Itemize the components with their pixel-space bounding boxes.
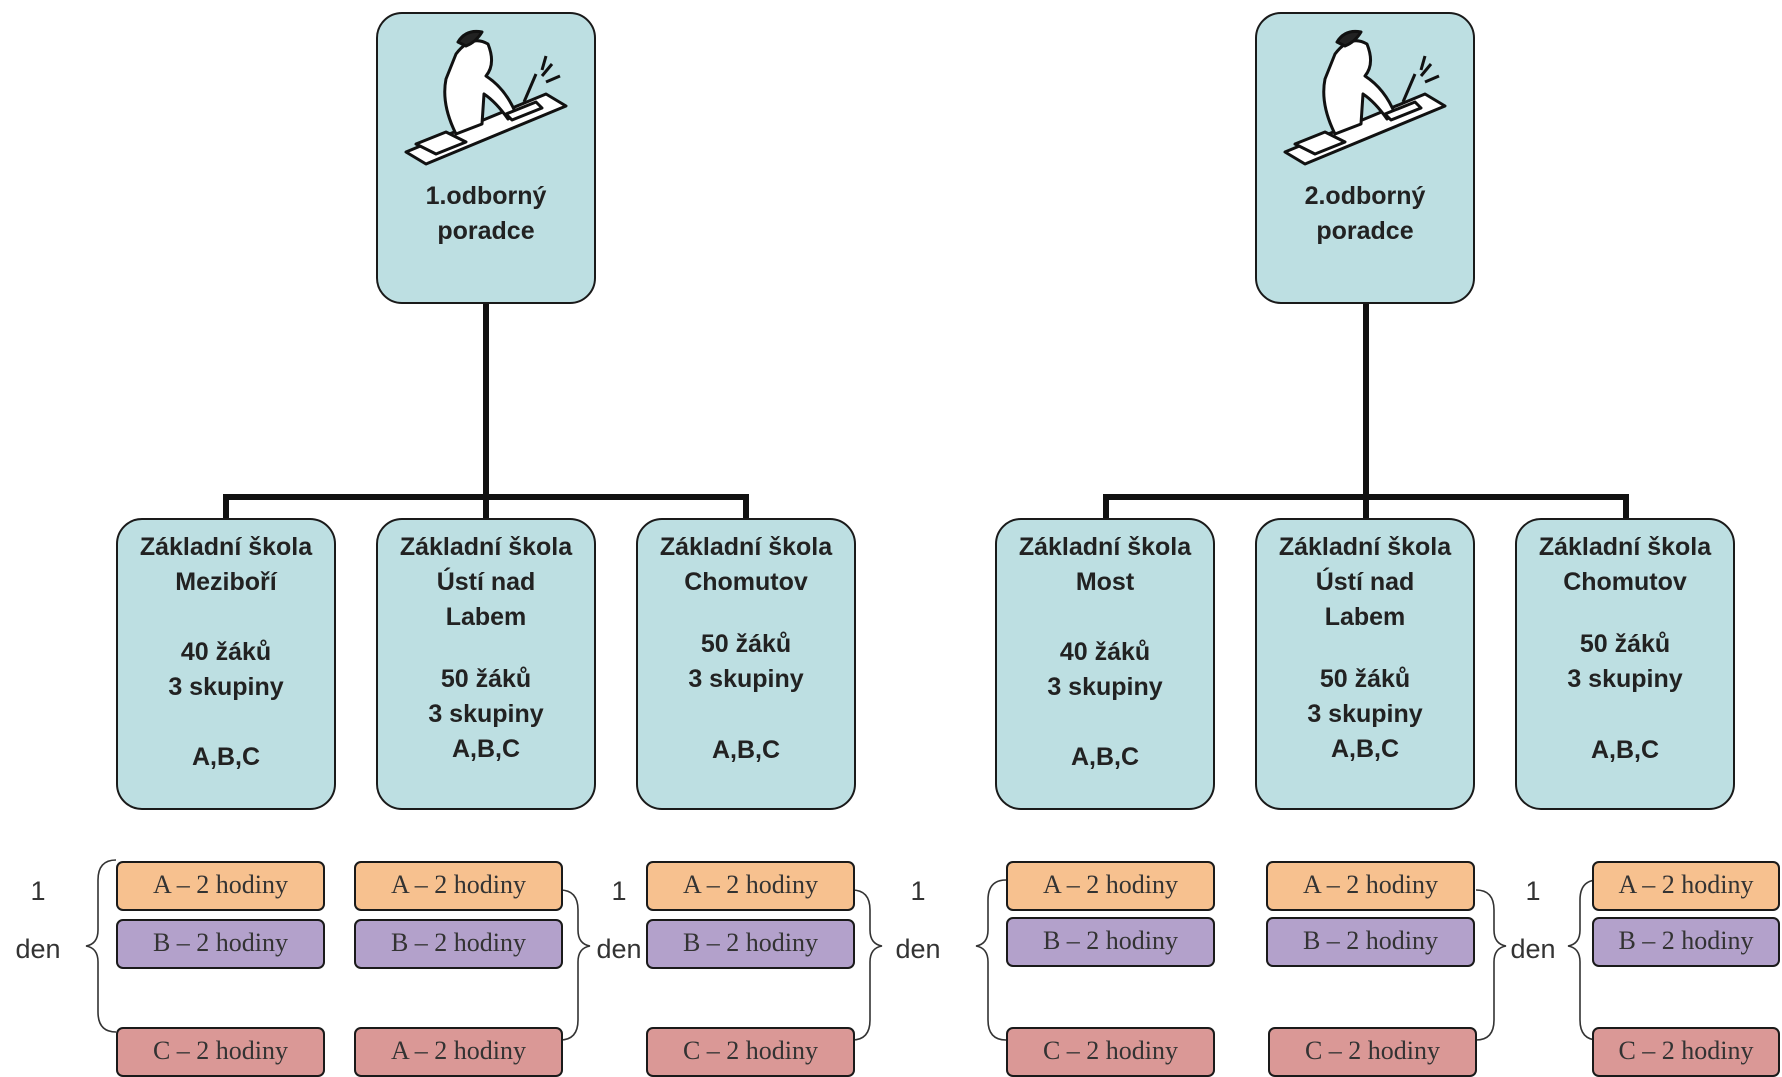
school-line: Most <box>1075 568 1135 596</box>
session-slot-b: B – 2 hodiny <box>1006 917 1215 967</box>
school-line: Základní škola <box>1278 533 1452 561</box>
school-line: 50 žáků <box>1579 630 1671 658</box>
school-line: 40 žáků <box>180 638 272 666</box>
advisor-title-line1: 2.odborný <box>1304 182 1426 210</box>
writing-person-icon <box>1283 30 1447 166</box>
session-slot-c: C – 2 hodiny <box>1006 1027 1215 1077</box>
session-slot-b: B – 2 hodiny <box>646 919 855 969</box>
school-line: A,B,C <box>191 743 261 771</box>
school-box-2: Základní škola Ústí nad Labem 50 žáků 3 … <box>376 518 596 810</box>
school-line: Labem <box>1324 603 1406 631</box>
session-slot-a-late: A – 2 hodiny <box>354 1027 563 1077</box>
brace-5 <box>1475 889 1507 1041</box>
brace-4 <box>975 879 1007 1041</box>
day-label-2: 1 den <box>590 876 648 964</box>
school-line: A,B,C <box>451 735 521 763</box>
session-slot-b: B – 2 hodiny <box>1592 917 1780 967</box>
day-label-1: 1 den <box>8 876 68 964</box>
session-slot-a: A – 2 hodiny <box>116 861 325 911</box>
session-slot-a: A – 2 hodiny <box>1266 861 1475 911</box>
school-line: 3 skupiny <box>1567 665 1683 693</box>
school-line: 3 skupiny <box>428 700 544 728</box>
day-label-4: 1 den <box>1504 876 1562 964</box>
day-word: den <box>1510 934 1556 964</box>
brace-2 <box>559 889 591 1041</box>
brace-3 <box>851 889 883 1041</box>
school-line: Meziboří <box>175 568 277 596</box>
day-number: 1 <box>30 876 46 906</box>
school-box-3: Základní škola Chomutov 50 žáků 3 skupin… <box>636 518 856 810</box>
school-line: Ústí nad <box>1315 568 1415 596</box>
advisor-box-1: 1.odborný poradce <box>376 12 596 304</box>
school-line: 3 skupiny <box>1047 673 1163 701</box>
session-slot-a: A – 2 hodiny <box>646 861 855 911</box>
advisor-title-line2: poradce <box>437 217 535 245</box>
school-line: 50 žáků <box>700 630 792 658</box>
writing-person-icon <box>404 30 568 166</box>
school-line: 3 skupiny <box>168 673 284 701</box>
session-slot-c: C – 2 hodiny <box>1268 1027 1477 1077</box>
school-line: Základní škola <box>659 533 833 561</box>
school-line: 50 žáků <box>1319 665 1411 693</box>
advisor-box-2: 2.odborný poradce <box>1255 12 1475 304</box>
session-slot-c: C – 2 hodiny <box>1592 1027 1780 1077</box>
school-line: 50 žáků <box>440 665 532 693</box>
session-slot-a: A – 2 hodiny <box>1006 861 1215 911</box>
advisor-title-line1: 1.odborný <box>425 182 547 210</box>
school-line: 40 žáků <box>1059 638 1151 666</box>
session-slot-c: C – 2 hodiny <box>646 1027 855 1077</box>
session-slot-c: C – 2 hodiny <box>116 1027 325 1077</box>
day-number: 1 <box>1525 876 1541 906</box>
school-line: Ústí nad <box>436 568 536 596</box>
day-word: den <box>895 934 941 964</box>
day-label-3: 1 den <box>888 876 948 964</box>
school-line: Labem <box>445 603 527 631</box>
school-line: Základní škola <box>1538 533 1712 561</box>
school-box-1: Základní škola Meziboří 40 žáků 3 skupin… <box>116 518 336 810</box>
school-box-6: Základní škola Chomutov 50 žáků 3 skupin… <box>1515 518 1735 810</box>
school-line: Základní škola <box>139 533 313 561</box>
school-box-4: Základní škola Most 40 žáků 3 skupiny A,… <box>995 518 1215 810</box>
day-word: den <box>15 934 61 964</box>
school-line: Chomutov <box>684 568 808 596</box>
session-slot-a: A – 2 hodiny <box>1592 861 1780 911</box>
day-word: den <box>596 934 642 964</box>
session-slot-b: B – 2 hodiny <box>354 919 563 969</box>
advisor-title-line2: poradce <box>1316 217 1414 245</box>
school-line: Chomutov <box>1563 568 1687 596</box>
session-slot-a: A – 2 hodiny <box>354 861 563 911</box>
school-line: Základní škola <box>1018 533 1192 561</box>
day-number: 1 <box>910 876 926 906</box>
session-slot-b: B – 2 hodiny <box>1266 917 1475 967</box>
school-line: A,B,C <box>711 736 781 764</box>
session-slot-b: B – 2 hodiny <box>116 919 325 969</box>
day-number: 1 <box>611 876 627 906</box>
school-box-5: Základní škola Ústí nad Labem 50 žáků 3 … <box>1255 518 1475 810</box>
school-line: A,B,C <box>1070 743 1140 771</box>
school-line: 3 skupiny <box>1307 700 1423 728</box>
school-line: 3 skupiny <box>688 665 804 693</box>
brace-6 <box>1567 879 1599 1041</box>
brace-1 <box>85 859 117 1033</box>
school-line: A,B,C <box>1590 736 1660 764</box>
school-line: A,B,C <box>1330 735 1400 763</box>
school-line: Základní škola <box>399 533 573 561</box>
